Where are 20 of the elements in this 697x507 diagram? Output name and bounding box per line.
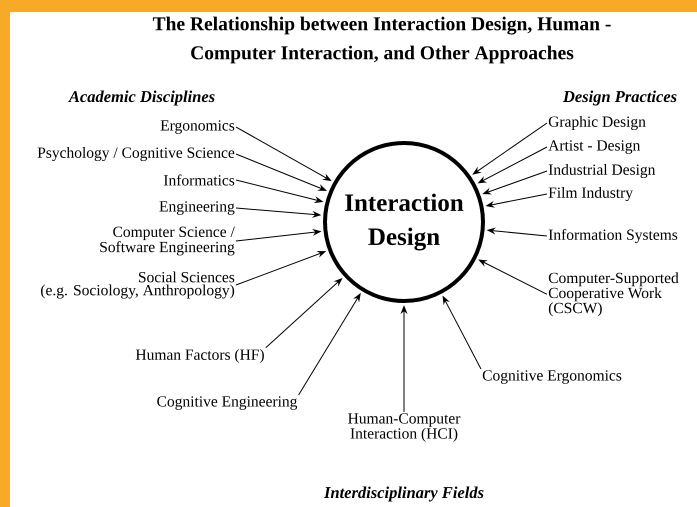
field-label: Industrial Design <box>548 164 656 178</box>
field-label: Psychology / Cognitive Science <box>38 146 234 162</box>
title: The Relationship between Interaction Design, Human - Computer Interaction, and Other Approaches <box>152 16 611 64</box>
field-label: Cognitive Ergonomics <box>482 370 622 384</box>
field-label: Ergonomics <box>160 120 234 134</box>
field-label: Engineering <box>160 201 235 215</box>
field-label: Computer Science / Software Engineering <box>100 226 235 256</box>
field-label: Human-Computer Interaction (HCI) <box>348 413 460 442</box>
group-heading: Interdisciplinary Fields <box>324 486 484 502</box>
field-label: Information Systems <box>548 228 678 244</box>
field-label: Film Industry <box>548 186 633 202</box>
field-label: Computer-Supported Cooperative Work (CSCW) <box>548 272 679 316</box>
field-label: Human Factors (HF) <box>136 348 264 364</box>
field-label: Informatics <box>164 174 234 186</box>
field-label: Social Sciences (e.g. Sociology, Anthropology) <box>41 271 234 299</box>
group-heading: Design Practices <box>562 90 677 106</box>
group-heading: Academic Disciplines <box>68 90 215 106</box>
field-label: Graphic Design <box>548 116 646 130</box>
field-label: Cognitive Engineering <box>157 396 298 410</box>
field-label: Artist - Design <box>548 140 640 154</box>
